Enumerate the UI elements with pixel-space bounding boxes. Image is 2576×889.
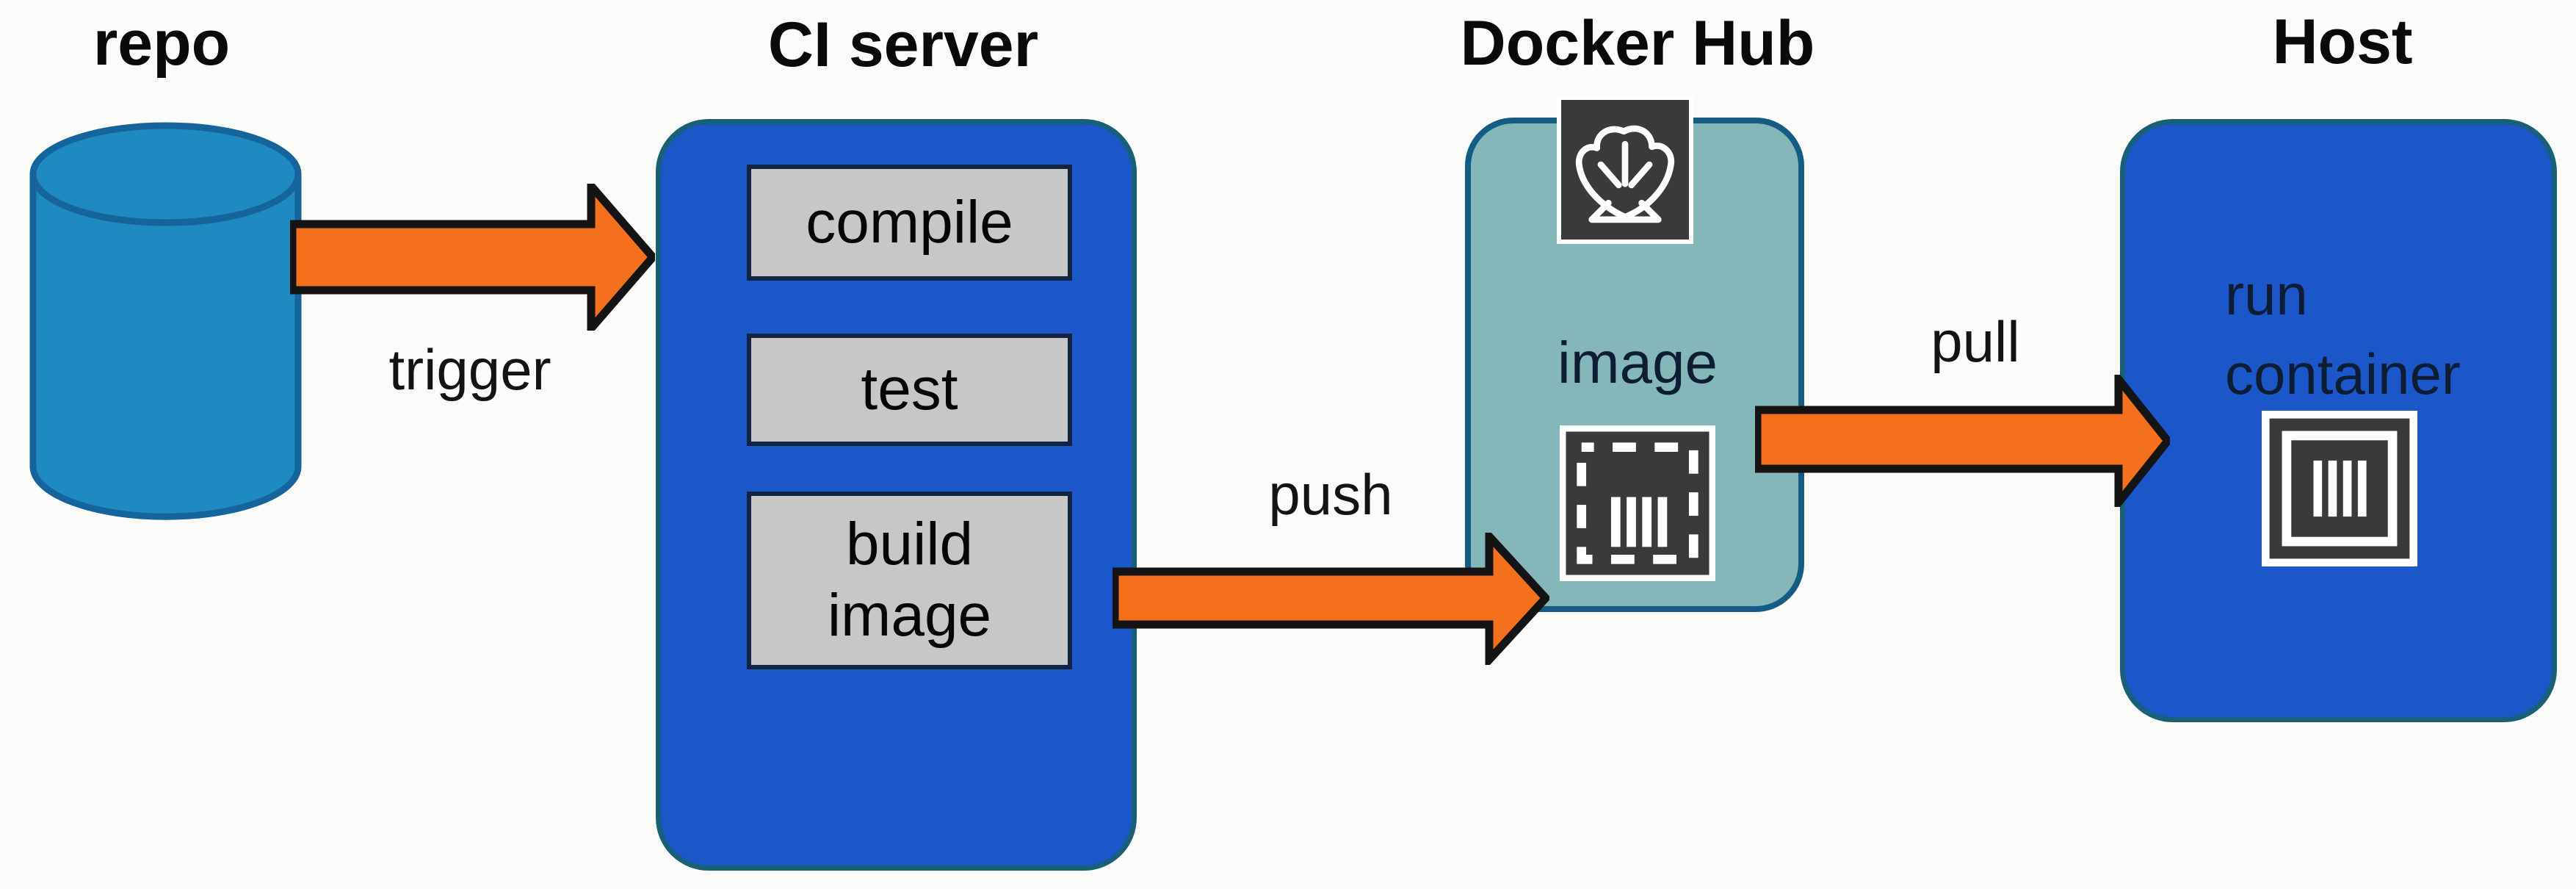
- repo-database-cylinder-icon: [29, 122, 302, 520]
- ci-step-test: test: [747, 334, 1072, 446]
- shell-glyph: [1575, 125, 1674, 223]
- host-title: Host: [2272, 7, 2413, 77]
- ci-step-build-image: build image: [747, 492, 1072, 669]
- trigger-arrow-icon: [290, 184, 655, 331]
- push-label: push: [1268, 462, 1393, 527]
- framed-container-icon: [2262, 411, 2417, 566]
- run-container-label: run container: [2225, 262, 2461, 406]
- ci-step-compile: compile: [747, 165, 1072, 281]
- docker-hub-shell-icon: [1557, 96, 1693, 244]
- repo-title: repo: [93, 8, 231, 79]
- dashed-container-image-icon: [1560, 425, 1715, 581]
- docker-hub-title: Docker Hub: [1460, 8, 1815, 79]
- ci-server-box: compile test build image: [656, 119, 1137, 871]
- trigger-label: trigger: [388, 337, 551, 402]
- ci-server-title: CI server: [767, 10, 1039, 80]
- pull-arrow-icon: [1755, 375, 2170, 507]
- pull-label: pull: [1931, 309, 2020, 374]
- push-arrow-icon: [1112, 533, 1549, 665]
- image-label: image: [1557, 330, 1718, 395]
